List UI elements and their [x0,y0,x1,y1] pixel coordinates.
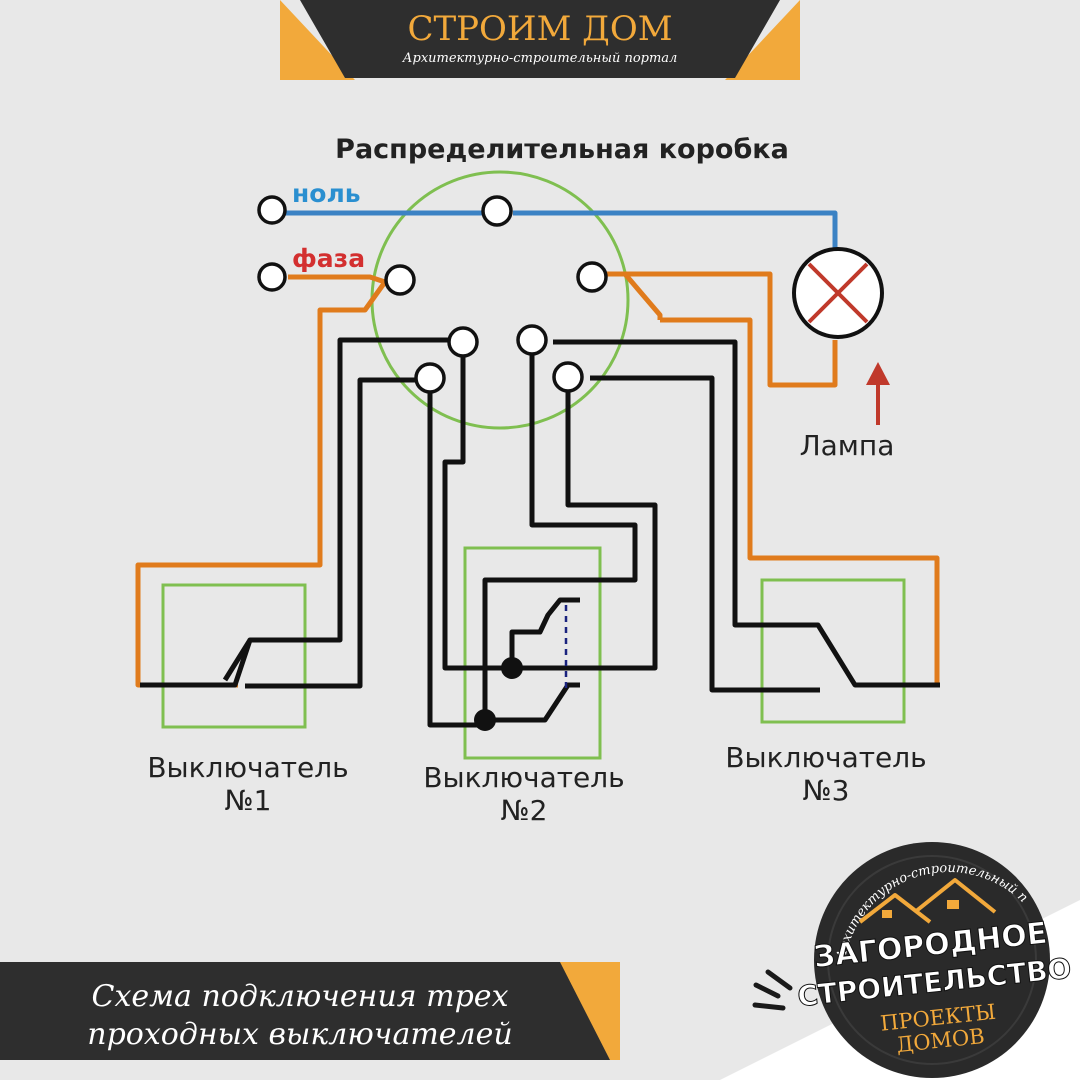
switch-2-label: Выключатель [423,761,624,794]
header-title: СТРОИМ ДОМ [407,9,672,49]
phase-label: фаза [292,244,365,273]
switch-2-number: №2 [501,794,548,827]
header-banner: СТРОИМ ДОМ Архитектурно-строительный пор… [280,0,800,80]
badge-circle [814,842,1050,1078]
switch-1-label: Выключатель [147,751,348,784]
neutral-wire [285,210,838,252]
phase-wire [135,271,940,688]
terminals [257,195,608,394]
switch-2-box [463,546,602,760]
neutral-label: ноль [292,179,361,208]
switch-3-number: №3 [803,774,850,807]
lamp-label: Лампа [800,429,895,462]
caption-line-2: проходных выключателей [87,1017,512,1052]
switch-1-box [161,583,307,729]
switch-3-label: Выключатель [725,741,926,774]
caption-banner: Схема подключения трех проходных выключа… [0,962,620,1060]
junction-dot-lower [474,709,496,731]
switch-1-number: №1 [225,784,272,817]
caption-line-1: Схема подключения трех [92,979,509,1014]
houses-icon [858,878,997,924]
lamp-icon [792,247,884,339]
junction-box-label: Распределительная коробка [335,134,789,165]
lamp-arrow-icon [866,362,890,425]
switch-3-box [760,578,906,724]
signal-wires [140,337,940,728]
badge-accent-lines-icon [752,969,793,1011]
junction-dot-upper [501,657,523,679]
header-subtitle: Архитектурно-строительный портал [402,51,678,66]
